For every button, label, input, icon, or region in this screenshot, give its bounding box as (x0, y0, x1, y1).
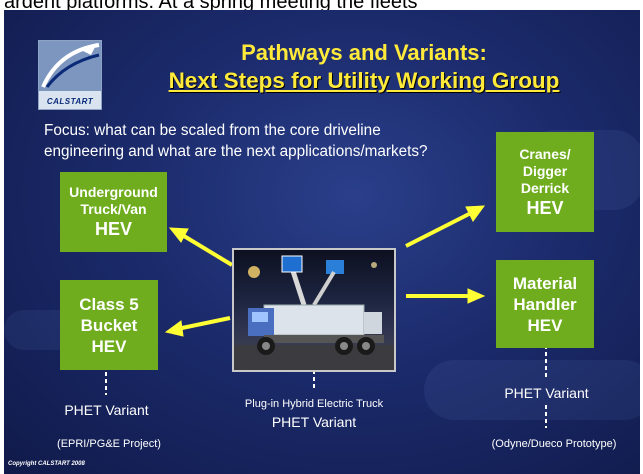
box-line: HEV (91, 336, 127, 356)
title-line-1: Pathways and Variants: (241, 40, 487, 65)
arrow-head-class5 (164, 320, 184, 337)
left-phet-variant: PHET Variant (64, 402, 149, 418)
box-line: HEV (94, 219, 132, 239)
box-cranes-digger-derrick: Cranes/ Digger Derrick HEV (496, 132, 594, 232)
logo-swoosh-icon (39, 41, 101, 91)
background-decoration (424, 360, 640, 420)
box-line: HEV (526, 197, 564, 218)
bucket-truck-photo (232, 248, 396, 372)
box-class5-bucket: Class 5 Bucket HEV (60, 280, 158, 370)
box-line: Material (512, 273, 578, 293)
arrow-head-cranes (465, 205, 486, 222)
focus-line-2: engineering and what are the next applic… (44, 143, 428, 160)
right-phet-variant: PHET Variant (504, 385, 589, 401)
calstart-logo: CALSTART (38, 40, 102, 110)
box-line: Derrick (520, 179, 570, 196)
title-line-2: Next Steps for Utility Working Group (168, 68, 560, 93)
center-caption-line-1: Plug-in Hybrid Electric Truck (244, 398, 384, 410)
box-line: Class 5 (79, 294, 139, 314)
box-material-handler: Material Handler HEV (496, 260, 594, 348)
box-line: Cranes/ (519, 145, 571, 162)
box-line: Digger (522, 162, 568, 179)
arrow-to-underground (182, 234, 234, 267)
focus-text: Focus: what can be scaled from the core … (44, 120, 504, 162)
previous-page-text: ardent platforms. At a spring meeting th… (4, 0, 418, 13)
arrow-head-material (467, 288, 486, 304)
copyright-notice: Copyright CALSTART 2008 (8, 461, 85, 467)
slide: CALSTART Pathways and Variants: Next Ste… (4, 10, 640, 474)
box-line: Handler (513, 294, 577, 314)
bucket-truck-illustration (234, 255, 394, 370)
box-line: Bucket (80, 315, 138, 335)
left-project-label: (EPRI/PG&E Project) (57, 438, 161, 450)
arrow-to-class5 (181, 316, 231, 330)
focus-line-1: Focus: what can be scaled from the core … (44, 122, 381, 139)
arrow-to-cranes (405, 212, 470, 248)
box-line: Truck/Van (80, 201, 147, 217)
center-caption-line-2: PHET Variant (271, 414, 357, 430)
right-project-label: (Odyne/Dueco Prototype) (491, 438, 617, 450)
arrow-head-underground (168, 227, 189, 243)
box-underground-truck: Underground Truck/Van HEV (60, 172, 167, 252)
logo-label: CALSTART (46, 97, 94, 106)
box-line: Underground (69, 184, 158, 200)
box-line: HEV (527, 315, 563, 335)
connector-arrows (105, 205, 547, 428)
